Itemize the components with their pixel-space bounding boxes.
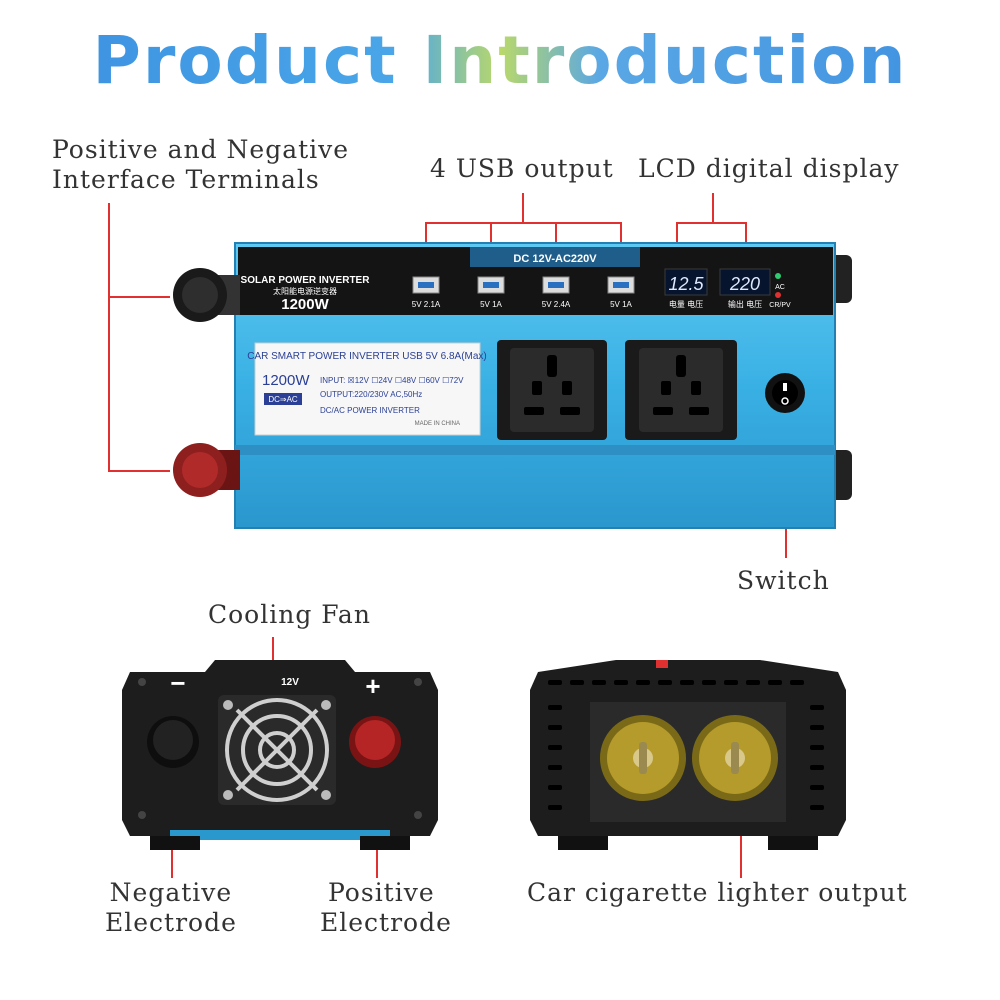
fan-label: Cooling Fan xyxy=(208,600,371,629)
sticker-power: 1200W xyxy=(262,372,310,389)
rear-foot-right xyxy=(360,836,410,850)
usb-port-3-label: 5V 2.4A xyxy=(542,300,571,309)
sticker-title: CAR SMART POWER INVERTER USB 5V 6.8A(Max… xyxy=(247,351,487,362)
rear-plus-sign: + xyxy=(365,671,380,701)
lcd-right-value: 220 xyxy=(729,274,760,294)
brand-power: 1200W xyxy=(281,296,329,313)
usb-port-2[interactable] xyxy=(477,276,505,294)
sticker-output: OUTPUT:220/230V AC,50Hz xyxy=(320,390,422,399)
indicator-cr-led xyxy=(775,292,781,298)
rear-negative-terminal[interactable] xyxy=(147,716,199,768)
positive-label-line2: Electrode xyxy=(320,908,452,937)
brand-line1: SOLAR POWER INVERTER xyxy=(241,275,371,286)
rear-screw-tr xyxy=(414,678,422,686)
indicator-cr-label: CR/PV xyxy=(769,302,791,309)
cigarette-lighter-socket-2[interactable] xyxy=(692,715,778,801)
brand-line2: 太阳能电源逆变器 xyxy=(273,286,337,296)
power-switch[interactable] xyxy=(765,373,805,413)
rear-screw-br xyxy=(414,811,422,819)
inverter-rear-view: − + 12V xyxy=(122,660,438,850)
positive-label: Positive Electrode xyxy=(320,878,452,938)
rear-positive-terminal[interactable] xyxy=(349,716,401,768)
terminals-label-line1: Positive and Negative xyxy=(52,135,350,164)
rear-body-edge xyxy=(170,830,390,840)
terminals-leader-bottom xyxy=(108,470,170,472)
vent-slots xyxy=(548,680,824,810)
rear-foot-left xyxy=(150,836,200,850)
switch-label: Switch xyxy=(737,566,830,595)
terminals-label-line2: Interface Terminals xyxy=(52,165,320,194)
cooling-fan-grille xyxy=(218,695,336,805)
usb-port-1[interactable] xyxy=(412,276,440,294)
usb-label: 4 USB output xyxy=(430,154,614,183)
page-title: Product Introduction xyxy=(0,22,1000,99)
side-switch-tab xyxy=(656,660,668,668)
sticker-made: MADE IN CHINA xyxy=(415,421,460,427)
usb-port-2-label: 5V 1A xyxy=(480,300,502,309)
inverter-front-view: SOLAR POWER INVERTER 太阳能电源逆变器 1200W DC 1… xyxy=(173,242,852,529)
lcd-left-caption: 电量 电压 xyxy=(669,299,703,309)
negative-label: Negative Electrode xyxy=(105,878,237,938)
usb-port-4-label: 5V 1A xyxy=(610,300,632,309)
terminals-leader-top xyxy=(108,296,170,298)
indicator-ac-led xyxy=(775,273,781,279)
positive-label-line1: Positive xyxy=(328,878,435,907)
usb-leader-stem xyxy=(522,193,524,223)
lcd-leader-stem xyxy=(712,193,714,223)
sticker-type: DC/AC POWER INVERTER xyxy=(320,406,420,415)
indicator-ac-label: AC xyxy=(775,284,785,291)
usb-port-3[interactable] xyxy=(542,276,570,294)
top-banner xyxy=(470,247,640,267)
ac-socket-right[interactable] xyxy=(625,340,737,440)
sticker-badge: DC⇒AC xyxy=(268,395,298,404)
negative-terminal[interactable] xyxy=(173,268,240,322)
lcd-display-left xyxy=(664,268,708,296)
usb-leader-bar xyxy=(425,222,622,224)
usb-port-1-label: 5V 2.1A xyxy=(412,300,441,309)
cigarette-lighter-socket-1[interactable] xyxy=(600,715,686,801)
sticker-input: INPUT: ☒12V ☐24V ☐48V ☐60V ☐72V xyxy=(320,376,464,385)
terminals-label: Positive and Negative Interface Terminal… xyxy=(52,135,349,195)
side-foot-left xyxy=(558,836,608,850)
sticker-badge-bg xyxy=(264,393,302,405)
lcd-right-caption: 输出 电压 xyxy=(728,299,762,309)
rear-voltage-label: 12V xyxy=(281,677,299,688)
lcd-left-value: 12.5 xyxy=(668,274,704,294)
lighter-label: Car cigarette lighter output xyxy=(527,878,908,907)
lcd-display-right xyxy=(719,268,771,296)
rear-screw-tl xyxy=(138,678,146,686)
inverter-side-view xyxy=(530,660,846,850)
side-foot-right xyxy=(768,836,818,850)
ac-socket-left[interactable] xyxy=(497,340,607,440)
spec-sticker xyxy=(254,342,481,436)
body-ridge xyxy=(235,445,835,455)
negative-label-line2: Electrode xyxy=(105,908,237,937)
negative-label-line1: Negative xyxy=(109,878,233,907)
positive-terminal[interactable] xyxy=(173,443,240,497)
rear-screw-bl xyxy=(138,811,146,819)
top-banner-text: DC 12V-AC220V xyxy=(513,253,597,265)
rear-minus-sign: − xyxy=(170,668,185,698)
usb-port-4[interactable] xyxy=(607,276,635,294)
lcd-leader-bar xyxy=(676,222,747,224)
lcd-label: LCD digital display xyxy=(638,154,900,183)
terminals-leader-vertical xyxy=(108,203,110,471)
